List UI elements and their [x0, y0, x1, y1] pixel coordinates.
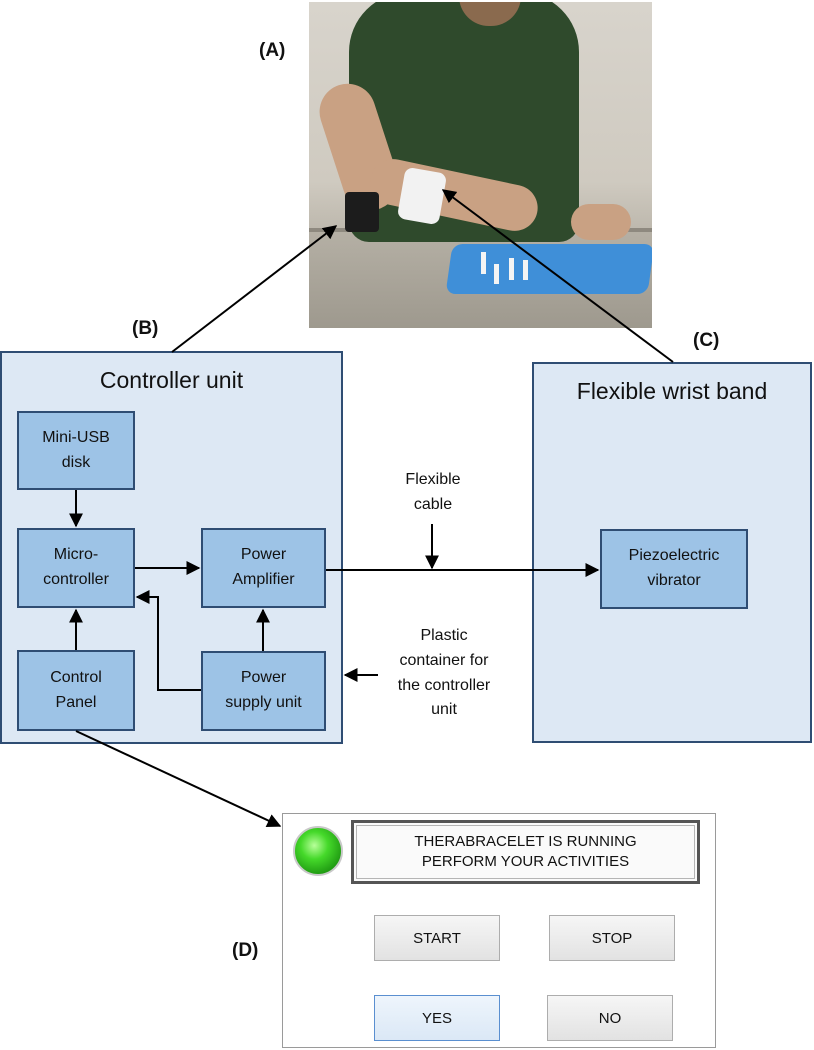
- control-panel-block: Control Panel: [17, 650, 135, 731]
- status-display: THERABRACELET IS RUNNING PERFORM YOUR AC…: [351, 820, 700, 884]
- peg-3: [509, 258, 514, 280]
- status-line-1: THERABRACELET IS RUNNING: [414, 832, 637, 850]
- stop-button[interactable]: STOP: [549, 915, 675, 961]
- status-line-2: PERFORM YOUR ACTIVITIES: [421, 853, 630, 870]
- status-led-icon: [293, 826, 343, 876]
- arrow-panel-to-ui: [75, 730, 282, 828]
- yes-button[interactable]: YES: [374, 995, 500, 1041]
- label-a: (A): [259, 40, 286, 61]
- wrist-band-title: Flexible wrist band: [576, 378, 768, 404]
- no-button[interactable]: NO: [547, 995, 673, 1041]
- arrow-b-to-photo: [171, 225, 338, 353]
- power-amplifier-block: Power Amplifier: [201, 528, 326, 608]
- power-supply-block: Power supply unit: [201, 651, 326, 731]
- plastic-container-note: Plastic container for the controller uni…: [397, 627, 491, 719]
- peg-4: [523, 260, 528, 280]
- label-d: (D): [232, 940, 259, 961]
- microcontroller-block: Micro- controller: [17, 528, 135, 608]
- device-photo: [309, 2, 652, 328]
- piezo-vibrator-block: Piezoelectric vibrator: [600, 529, 748, 609]
- label-c: (C): [693, 330, 720, 351]
- arrow-c-to-wrist: [441, 189, 674, 363]
- controller-unit-title: Controller unit: [99, 367, 244, 393]
- person-hand: [571, 204, 631, 240]
- controller-box: [345, 192, 379, 232]
- flexible-cable-note: Flexible cable: [405, 471, 461, 513]
- mini-usb-block: Mini-USB disk: [17, 411, 135, 490]
- arrow-supply-to-micro: [135, 590, 201, 691]
- label-b: (B): [132, 318, 159, 339]
- peg-2: [494, 264, 499, 284]
- peg-1: [481, 252, 486, 274]
- start-button[interactable]: START: [374, 915, 500, 961]
